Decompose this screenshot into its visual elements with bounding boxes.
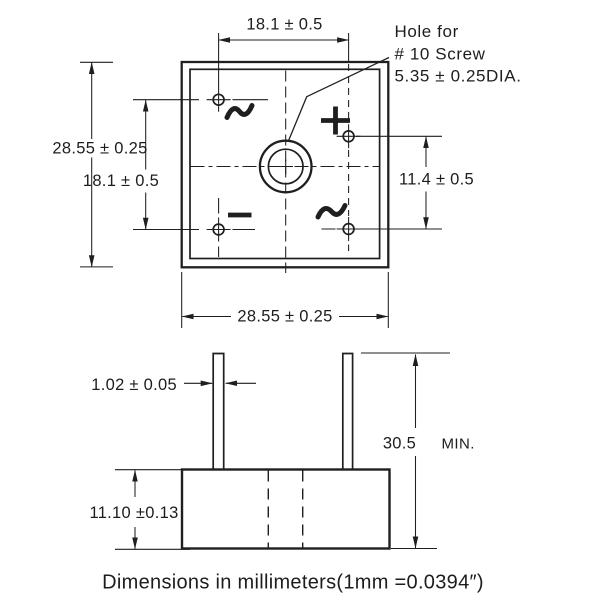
dim-label-top-hole-span: 18.1 ± 0.5 [246,16,322,34]
dim-label-lead-width: 1.02 ± 0.05 [91,376,177,394]
ext-ticks-overall-height [80,61,113,268]
top-view-inner-face [189,68,381,260]
dim-label-overall-width: 28.55 ± 0.25 [237,308,332,326]
dim-label-left-hole-span: 18.1 ± 0.5 [83,172,159,190]
dim-label-right-hole-span: 11.4 ± 0.5 [399,171,474,189]
ac-terminal-icon-top-left [224,103,255,120]
top-view-outer-edge [180,60,390,269]
terminal-hole-top-left-crosshair [206,87,231,112]
positive-terminal-icon [321,106,350,135]
top-view [180,56,390,273]
ext-lines-left-hole-span [133,99,199,231]
lead-pin-left [212,352,225,470]
terminal-hole-bottom-left-crosshair [206,217,231,242]
lead-pin-right [341,352,354,470]
screw-note-line2: # 10 Screw [395,45,486,64]
side-view-body [180,468,391,550]
screw-note-line1: Hole for [395,22,459,41]
ac-terminal-icon-bottom-right [315,203,348,220]
dim-label-overall-height: 28.55 ± 0.25 [52,140,147,158]
dim-label-body-height: 11.10 ±0.13 [89,504,178,522]
side-view [180,352,391,550]
terminal-hole-bottom-left-ticklines [218,198,255,257]
terminal-hole-bottom-right-ticklines [321,228,350,251]
ext-lines-body-height [115,469,190,550]
top-view-dimensions: 18.1 ± 0.5 28.55 ± 0.25 18.1 ± 0.5 11.4 … [52,16,522,328]
side-view-dimensions: 1.02 ± 0.05 30.5 MIN. 11.10 ±0.13 [89,352,475,550]
screw-note-line3: 5.35 ± 0.25DIA. [395,67,522,86]
dim-label-lead-length: 30.5 [383,435,416,453]
screw-note-leader-line [287,56,390,142]
units-caption: Dimensions in millimeters(1mm =0.0394″) [102,572,484,594]
dim-label-lead-length-qualifier: MIN. [442,436,475,453]
